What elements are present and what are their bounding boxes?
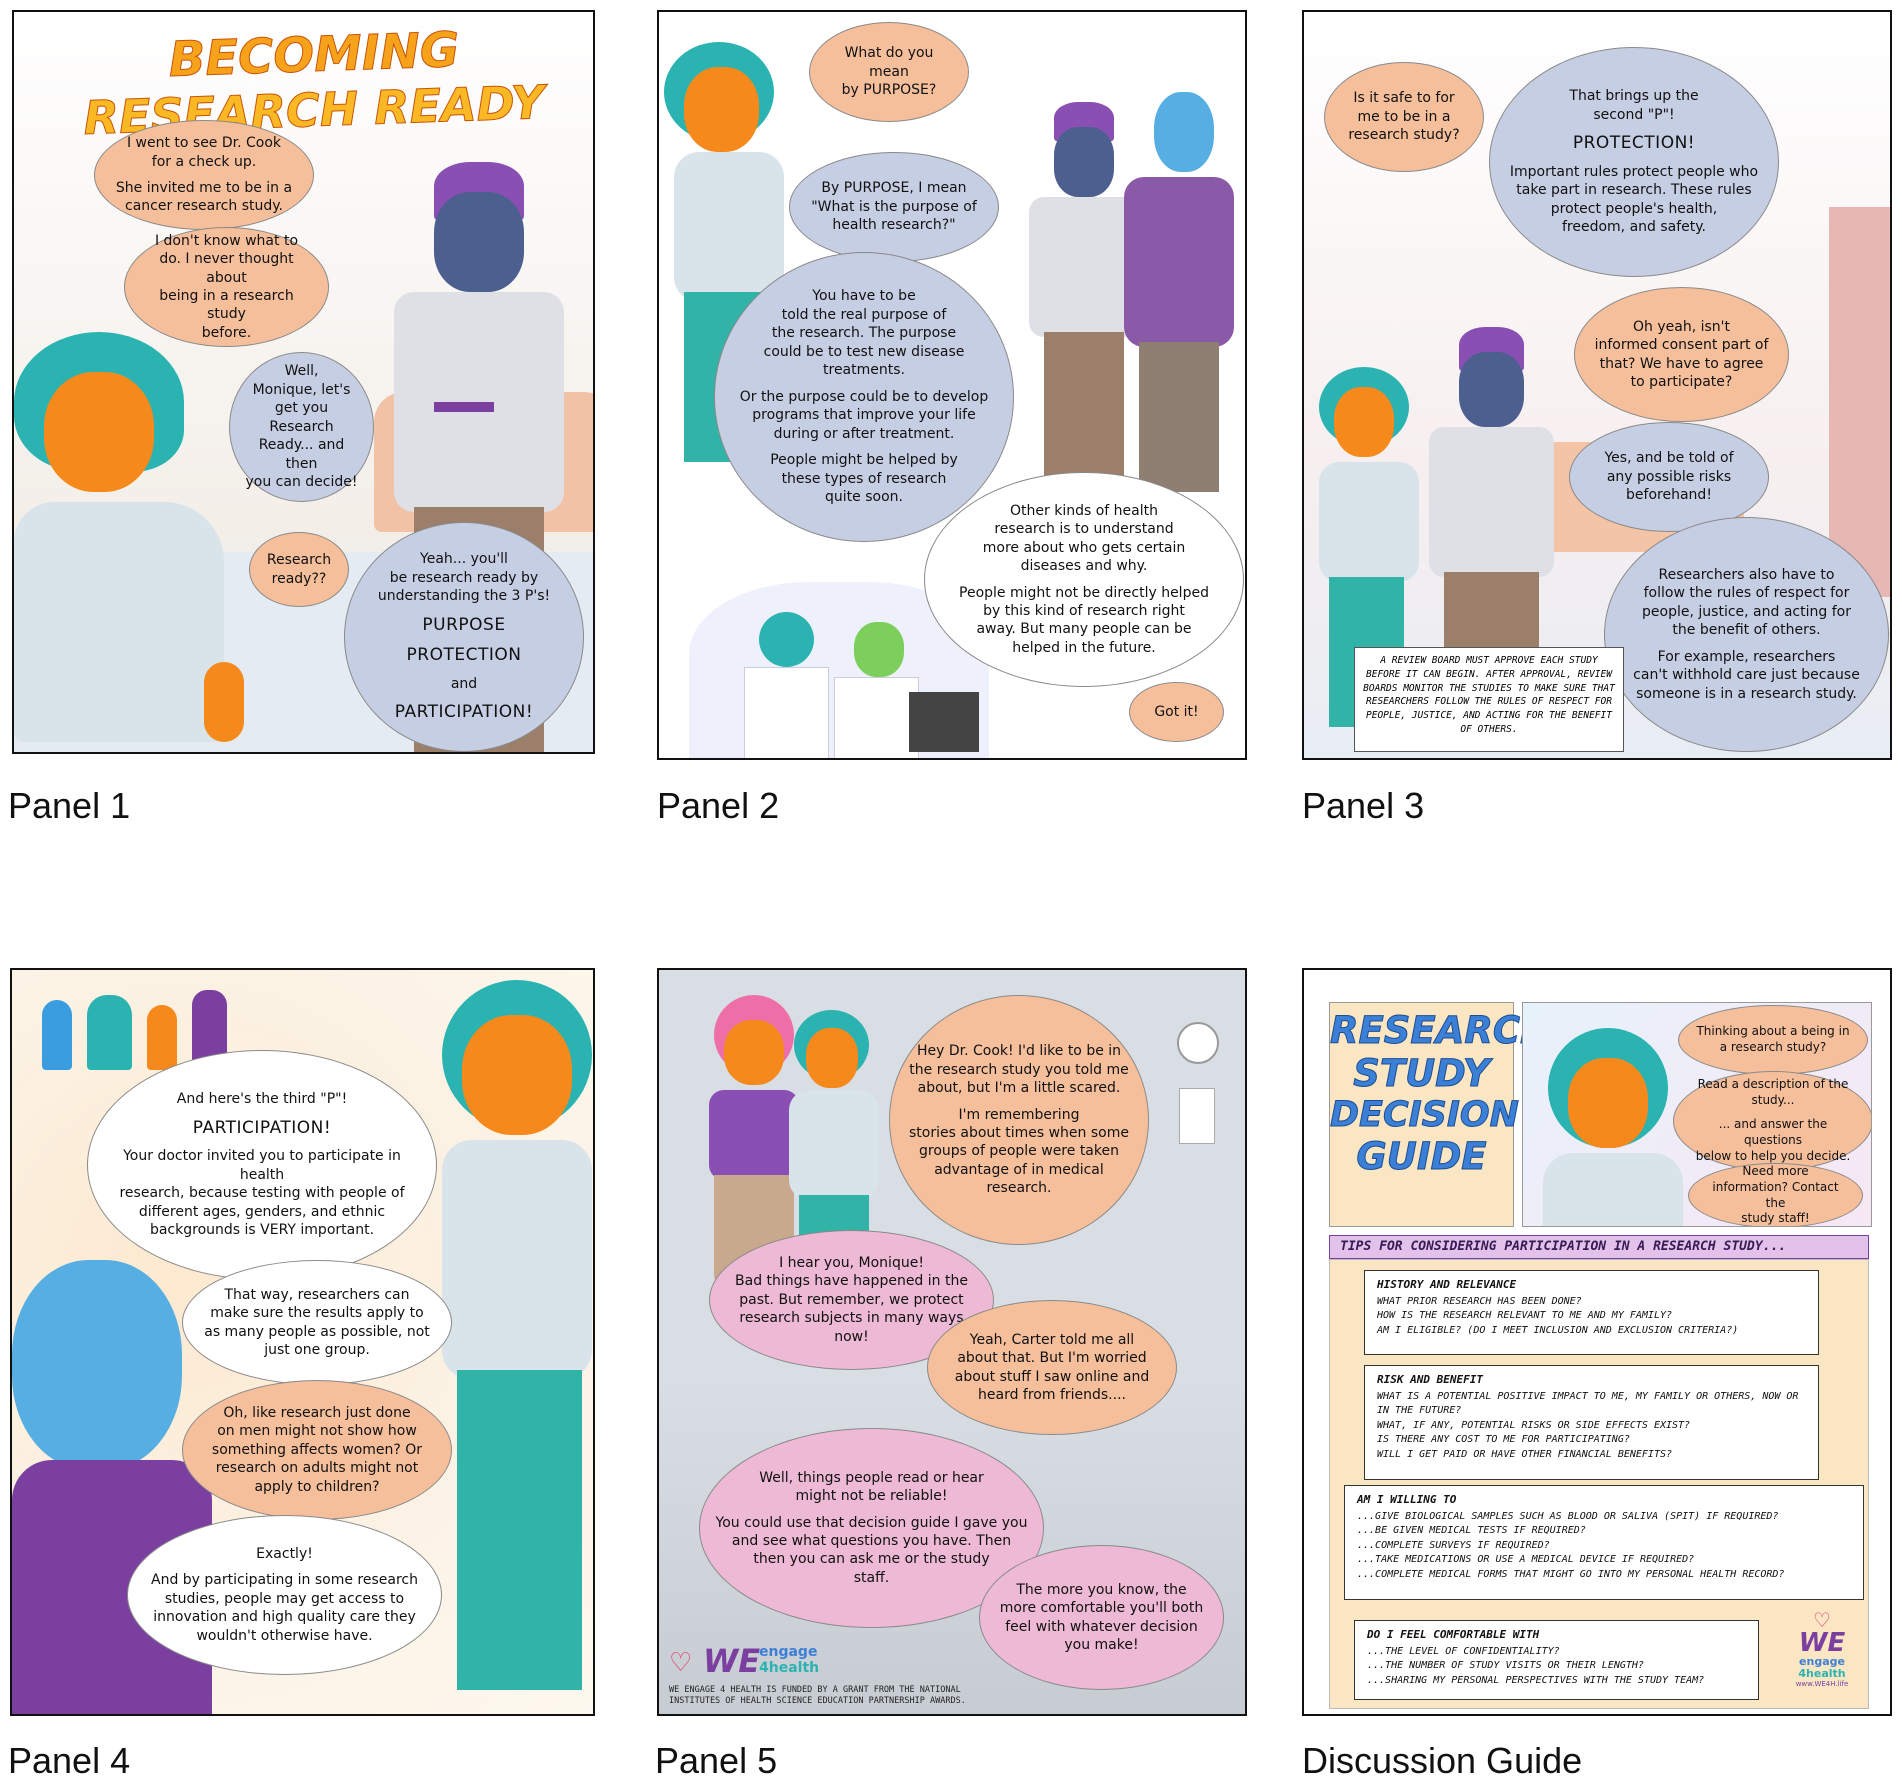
speech-bubble-2: By PURPOSE, I mean "What is the purpose …: [789, 152, 999, 262]
speech-bubble-1: Is it safe to for me to be in a research…: [1324, 62, 1484, 172]
guide-title-line-2: STUDY: [1353, 1052, 1491, 1096]
panel-3: Is it safe to for me to be in a research…: [1302, 10, 1892, 760]
speech-bubble-5: Researchers also have to follow the rule…: [1604, 517, 1889, 752]
caption-panel-5: Panel 5: [655, 1740, 778, 1781]
speech-bubble-3: Well, Monique, let's get you Research Re…: [229, 352, 374, 502]
speech-bubble-2: That way, researchers can make sure the …: [182, 1260, 452, 1385]
history-relevance-box: HISTORY AND RELEVANCE What prior researc…: [1364, 1270, 1819, 1355]
review-board-note: A review board must approve each study b…: [1354, 647, 1624, 752]
title: BECOMING RESEARCH READY: [64, 21, 564, 145]
speech-bubble-4: Yes, and be told of any possible risks b…: [1569, 422, 1769, 532]
speech-bubble-4: Research ready??: [249, 532, 349, 607]
laptop: [909, 692, 979, 752]
caption-discussion-guide: Discussion Guide: [1302, 1740, 1583, 1781]
caption-panel-2: Panel 2: [657, 785, 780, 826]
speech-bubble-3: Oh yeah, isn't informed consent part of …: [1574, 287, 1789, 422]
speech-bubble-3: You have to be told the real purpose of …: [714, 252, 1014, 542]
panel-5: Hey Dr. Cook! I'd like to be in the rese…: [657, 968, 1247, 1716]
discussion-guide-panel: RESEARCH STUDY DECISION GUIDE Thinking a…: [1302, 968, 1892, 1716]
speech-bubble-3: Yeah, Carter told me all about that. But…: [927, 1300, 1177, 1435]
speech-bubble-5: Got it!: [1129, 682, 1224, 742]
panel-1: BECOMING RESEARCH READY I went to see Dr…: [12, 10, 595, 754]
speech-bubble-5: The more you know, the more comfortable …: [979, 1545, 1224, 1690]
guide-title-line-3: DECISION: [1330, 1095, 1520, 1136]
risk-benefit-box: RISK AND BENEFIT What is a potential pos…: [1364, 1365, 1819, 1480]
guide-title-line-4: GUIDE: [1356, 1135, 1487, 1179]
willing-to-box: AM I WILLING TO ...give biological sampl…: [1344, 1485, 1864, 1600]
funding-note: WE ENGAGE 4 HEALTH IS FUNDED BY A GRANT …: [669, 1685, 966, 1707]
speech-bubble-1: And here's the third "P"! PARTICIPATION!…: [87, 1050, 437, 1280]
heart-icon: ♡: [1813, 1608, 1831, 1632]
dr-cook-figure: [12, 1260, 212, 1714]
we-engage-logo-guide: ♡ WE engage 4health www.WE4H.life: [1782, 1610, 1862, 1705]
speech-bubble-4: Other kinds of health research is to und…: [924, 472, 1244, 687]
guide-bubble-3: Need more information? Contact the study…: [1688, 1163, 1863, 1226]
people-silhouettes: [42, 990, 232, 1070]
heart-icon: ♡: [669, 1648, 693, 1678]
speech-bubble-2: That brings up the second "P"! PROTECTIO…: [1489, 47, 1779, 277]
caption-panel-3: Panel 3: [1302, 785, 1425, 826]
guide-bubble-2: Read a description of the study...... an…: [1673, 1071, 1871, 1171]
speech-bubble-3: Oh, like research just done on men might…: [182, 1380, 452, 1520]
monique-figure: [442, 970, 593, 1714]
wall-clock: [1177, 1022, 1219, 1064]
speech-bubble-2: I hear you, Monique! Bad things have hap…: [709, 1230, 994, 1370]
speech-bubble-2: I don't know what to do. I never thought…: [124, 227, 329, 347]
speech-bubble-5: Yeah... you'll be research ready by unde…: [344, 522, 584, 752]
caption-panel-1: Panel 1: [8, 785, 131, 826]
caption-panel-4: Panel 4: [8, 1740, 131, 1781]
guide-art-box: Thinking about a being in a research stu…: [1522, 1002, 1872, 1227]
speech-bubble-1: Hey Dr. Cook! I'd like to be in the rese…: [889, 995, 1149, 1245]
panel-2: What do you mean by PURPOSE? By PURPOSE,…: [657, 10, 1247, 760]
we4h-link[interactable]: www.WE4H.life: [1795, 1680, 1849, 1689]
speech-bubble-1: I went to see Dr. Cook for a check up.Sh…: [94, 120, 314, 230]
comfortable-with-box: DO I FEEL COMFORTABLE WITH ...the level …: [1354, 1620, 1759, 1700]
monique-figure: [14, 332, 254, 752]
wall-chart: [1179, 1088, 1215, 1144]
we-engage-logo: ♡ WE engage 4health: [669, 1642, 820, 1680]
dr-cook-figure: [1119, 92, 1239, 492]
guide-bubble-1: Thinking about a being in a research stu…: [1678, 1005, 1868, 1075]
carter-figure: [1019, 102, 1149, 482]
bookshelf: [1829, 207, 1890, 597]
panel-4: And here's the third "P"! PARTICIPATION!…: [10, 968, 595, 1716]
speech-bubble-4: Exactly!And by participating in some res…: [127, 1515, 442, 1675]
guide-title-box: RESEARCH STUDY DECISION GUIDE: [1329, 1002, 1552, 1227]
speech-bubble-1: What do you mean by PURPOSE?: [809, 22, 969, 122]
tips-banner: TIPS FOR CONSIDERING PARTICIPATION IN A …: [1329, 1235, 1869, 1259]
guide-title-line-1: RESEARCH: [1330, 1009, 1552, 1053]
monique-figure: [1543, 1028, 1693, 1226]
